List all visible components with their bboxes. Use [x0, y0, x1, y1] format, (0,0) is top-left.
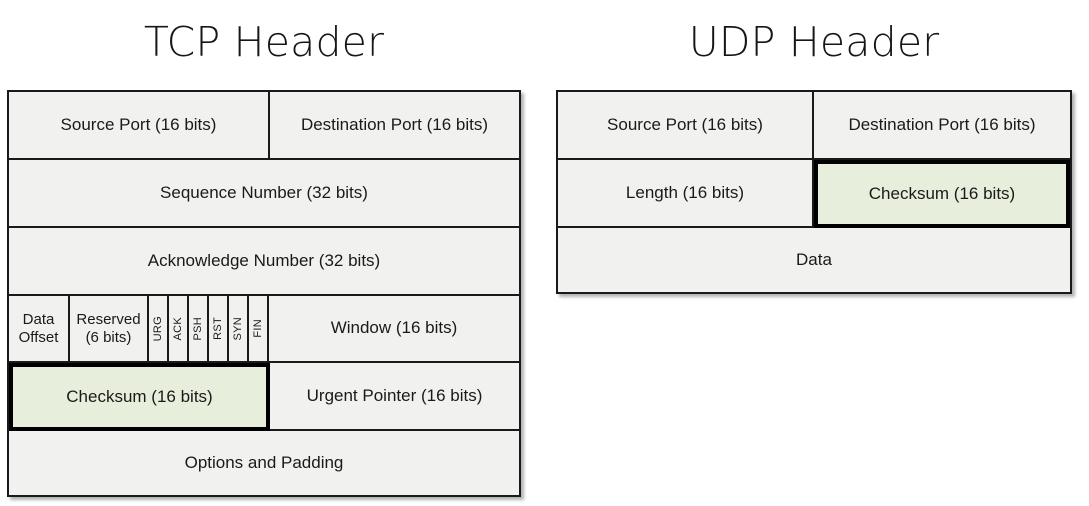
tcp-cell-source-port: Source Port (16 bits)	[9, 92, 270, 160]
tcp-row-options: Options and Padding	[9, 431, 519, 495]
tcp-cell-checksum: Checksum (16 bits)	[9, 363, 270, 431]
tcp-reserved-line2: (6 bits)	[85, 328, 132, 346]
tcp-flag-rst-label: RST	[212, 317, 224, 340]
tcp-header-table: Source Port (16 bits) Destination Port (…	[7, 90, 521, 497]
tcp-cell-window: Window (16 bits)	[269, 296, 519, 363]
udp-row-length-checksum: Length (16 bits) Checksum (16 bits)	[558, 160, 1070, 228]
tcp-flag-psh-label: PSH	[192, 316, 204, 341]
udp-cell-data: Data	[558, 228, 1070, 292]
tcp-row-sequence: Sequence Number (32 bits)	[9, 160, 519, 228]
udp-cell-source-port: Source Port (16 bits)	[558, 92, 814, 160]
tcp-flag-urg: URG	[149, 296, 169, 363]
tcp-data-offset-line2: Offset	[18, 328, 59, 346]
udp-row-ports: Source Port (16 bits) Destination Port (…	[558, 92, 1070, 160]
tcp-reserved-line1: Reserved	[76, 310, 141, 328]
tcp-flag-urg-label: URG	[152, 315, 164, 342]
tcp-flag-psh: PSH	[189, 296, 209, 363]
tcp-flag-fin: FIN	[249, 296, 269, 363]
tcp-flag-syn: SYN	[229, 296, 249, 363]
udp-cell-checksum: Checksum (16 bits)	[814, 160, 1070, 228]
tcp-cell-acknowledge-number: Acknowledge Number (32 bits)	[9, 228, 519, 296]
tcp-cell-options-padding: Options and Padding	[9, 431, 519, 495]
tcp-flag-fin-label: FIN	[252, 319, 264, 338]
tcp-row-ports: Source Port (16 bits) Destination Port (…	[9, 92, 519, 160]
tcp-flag-syn-label: SYN	[232, 316, 244, 341]
tcp-cell-destination-port: Destination Port (16 bits)	[270, 92, 519, 160]
tcp-cell-reserved: Reserved (6 bits)	[70, 296, 149, 363]
tcp-row-checksum: Checksum (16 bits) Urgent Pointer (16 bi…	[9, 363, 519, 431]
udp-header-title: UDP Header	[688, 18, 940, 66]
tcp-header-title: TCP Header	[143, 18, 385, 66]
tcp-flag-rst: RST	[209, 296, 229, 363]
tcp-row-flags: Data Offset Reserved (6 bits) URG ACK PS…	[9, 296, 519, 363]
tcp-cell-sequence-number: Sequence Number (32 bits)	[9, 160, 519, 228]
tcp-data-offset-line1: Data	[22, 310, 55, 328]
tcp-cell-urgent-pointer: Urgent Pointer (16 bits)	[270, 363, 519, 431]
tcp-row-acknowledge: Acknowledge Number (32 bits)	[9, 228, 519, 296]
udp-cell-length: Length (16 bits)	[558, 160, 814, 228]
udp-row-data: Data	[558, 228, 1070, 292]
udp-cell-destination-port: Destination Port (16 bits)	[814, 92, 1070, 160]
udp-header-table: Source Port (16 bits) Destination Port (…	[556, 90, 1072, 294]
tcp-flag-ack: ACK	[169, 296, 189, 363]
tcp-flag-ack-label: ACK	[172, 316, 184, 341]
tcp-cell-data-offset: Data Offset	[9, 296, 70, 363]
